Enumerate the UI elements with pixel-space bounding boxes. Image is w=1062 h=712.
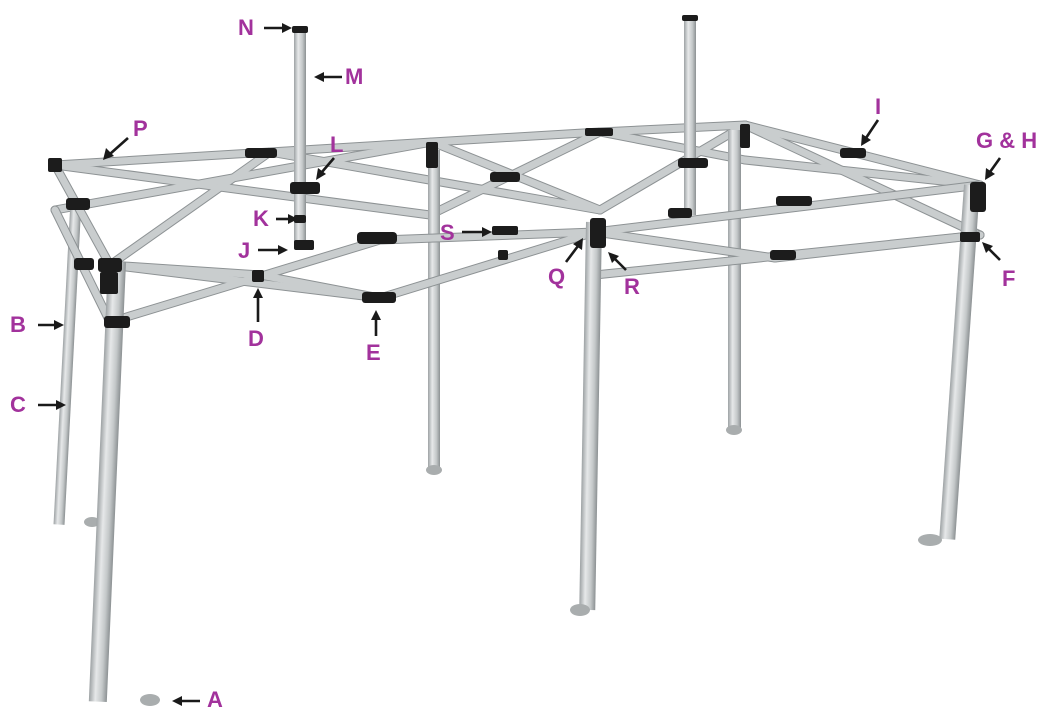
arrow-C bbox=[38, 400, 66, 410]
center-pole-N-cap bbox=[292, 26, 308, 33]
back-legs bbox=[53, 130, 742, 527]
joint-F bbox=[960, 232, 980, 242]
label-E: E bbox=[366, 340, 381, 365]
corner-slider-left-top bbox=[98, 258, 122, 272]
joint-J bbox=[294, 240, 314, 250]
joint-left-end-mid bbox=[66, 198, 90, 210]
joint-mid-top-1 bbox=[490, 172, 520, 182]
joint-GH bbox=[970, 182, 986, 212]
label-N: N bbox=[238, 15, 254, 40]
label-G-H: G & H bbox=[976, 128, 1038, 153]
front-legs bbox=[88, 184, 980, 706]
joint-mid-top-4 bbox=[770, 250, 796, 260]
joint-front-center-low bbox=[498, 250, 508, 260]
arrow-K bbox=[276, 214, 298, 224]
joint-S bbox=[492, 226, 518, 235]
joint-left-end-low bbox=[74, 258, 94, 270]
joint-back-1 bbox=[245, 148, 277, 158]
front-left-leg bbox=[88, 261, 126, 702]
arrow-R bbox=[608, 252, 627, 271]
joint-I bbox=[840, 148, 866, 158]
left-end-foot bbox=[84, 517, 100, 527]
center-pole-right-cap bbox=[682, 15, 698, 21]
label-M: M bbox=[345, 64, 364, 89]
truss-back bbox=[50, 120, 985, 270]
arrow-A bbox=[172, 696, 200, 706]
joint-K bbox=[294, 215, 306, 223]
label-I: I bbox=[875, 94, 882, 119]
back-left-foot bbox=[426, 465, 442, 475]
joint-E bbox=[362, 292, 396, 303]
joint-mid-front bbox=[357, 232, 397, 244]
arrow-M bbox=[314, 72, 342, 82]
arrow-N bbox=[264, 23, 292, 33]
back-right-leg bbox=[728, 130, 741, 430]
label-J: J bbox=[238, 238, 251, 263]
arrow-F bbox=[982, 242, 1001, 261]
label-P: P bbox=[133, 116, 148, 141]
label-S: S bbox=[440, 220, 455, 245]
arrow-Q bbox=[564, 238, 583, 263]
back-right-foot bbox=[726, 425, 742, 435]
label-A: A bbox=[207, 687, 223, 712]
center-pole-right bbox=[684, 20, 696, 215]
front-middle-foot bbox=[570, 604, 590, 616]
arrow-GH bbox=[985, 157, 1002, 180]
arrow-J bbox=[258, 245, 288, 255]
joint-D bbox=[252, 270, 264, 282]
joint-front-center-top bbox=[590, 218, 606, 248]
joint-back-4 bbox=[740, 124, 750, 148]
joint-left-end-top bbox=[48, 158, 62, 172]
joint-mid-top-2 bbox=[668, 208, 692, 218]
joint-connectors bbox=[48, 124, 986, 328]
arrow-B bbox=[38, 320, 64, 330]
label-L: L bbox=[330, 132, 344, 157]
arrow-L bbox=[316, 157, 335, 180]
joint-L bbox=[290, 182, 320, 194]
corner-bracket-left bbox=[100, 272, 118, 294]
back-left-leg bbox=[428, 150, 440, 468]
leg-slider-left bbox=[104, 316, 130, 328]
label-K: K bbox=[253, 206, 269, 231]
label-R: R bbox=[624, 274, 640, 299]
left-end-leg-B bbox=[53, 209, 81, 525]
arrow-E bbox=[371, 310, 381, 336]
center-pole-M bbox=[294, 30, 306, 245]
joint-Q-R bbox=[678, 158, 708, 168]
arrow-S bbox=[462, 227, 492, 237]
label-D: D bbox=[248, 326, 264, 351]
joint-mid-top-3 bbox=[776, 196, 812, 206]
label-C: C bbox=[10, 392, 26, 417]
front-middle-leg bbox=[579, 221, 602, 611]
joint-back-2 bbox=[426, 142, 438, 168]
label-B: B bbox=[10, 312, 26, 337]
label-Q: Q bbox=[548, 264, 566, 289]
label-F: F bbox=[1002, 266, 1016, 291]
arrow-P bbox=[103, 137, 129, 160]
arrow-I bbox=[861, 119, 880, 146]
front-left-foot-A bbox=[140, 694, 160, 706]
joint-back-3 bbox=[585, 128, 613, 136]
front-right-leg bbox=[939, 184, 980, 540]
front-right-foot bbox=[918, 534, 942, 546]
arrow-D bbox=[253, 288, 263, 322]
pointer-arrows bbox=[38, 23, 1002, 706]
